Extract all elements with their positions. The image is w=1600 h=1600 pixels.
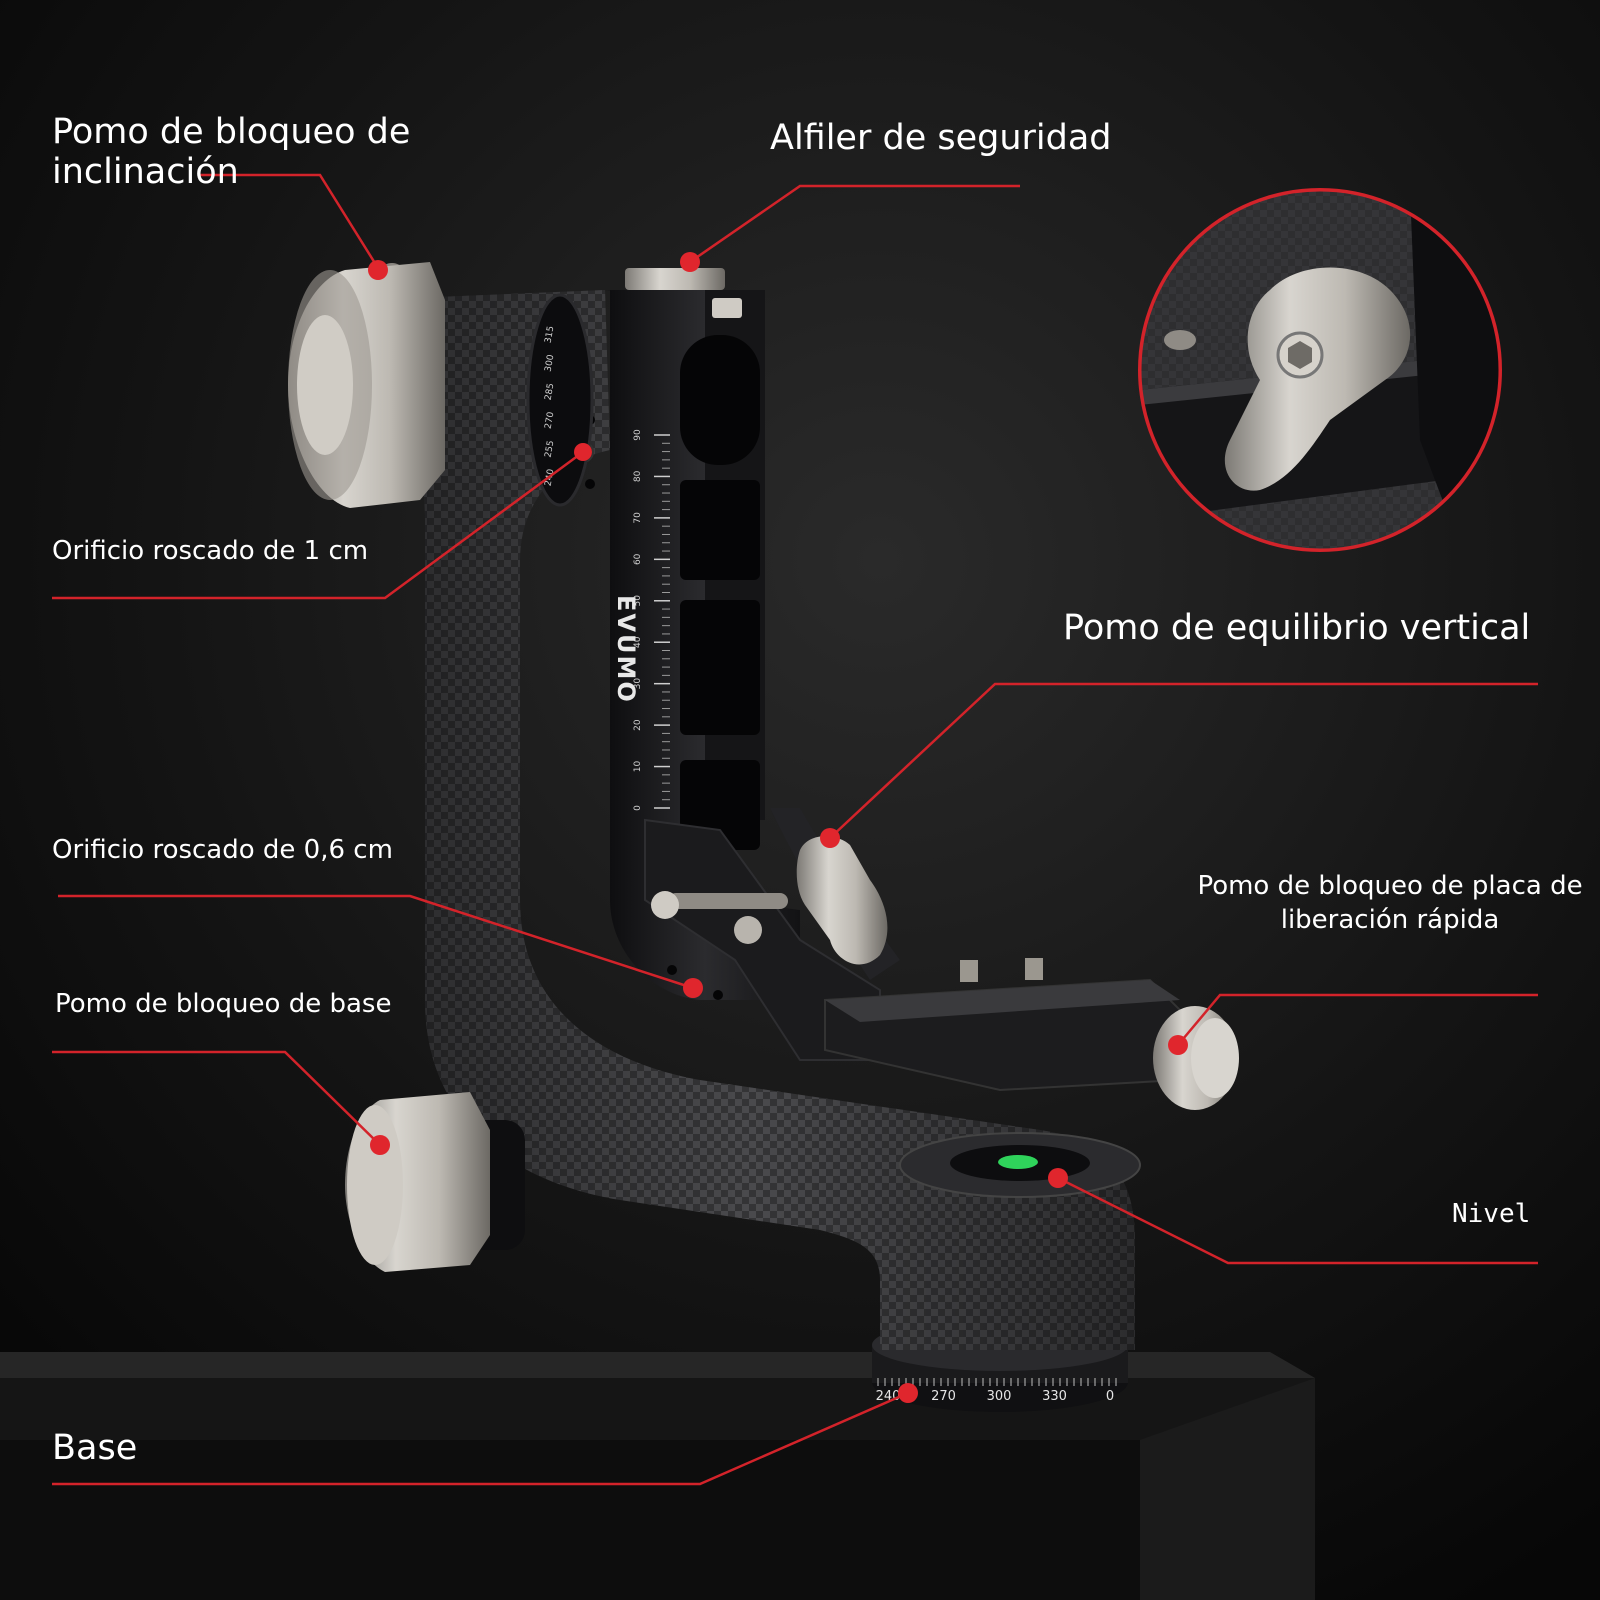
callout-quick-release — [1177, 993, 1538, 1046]
tilt-scale-label: 300 — [544, 354, 557, 373]
label-quick-release-lock-knob: Pomo de bloqueo de placa de liberación r… — [1197, 871, 1583, 935]
callout-base — [52, 1391, 909, 1486]
vertical-scale-label: 50 — [633, 595, 643, 607]
callout-base-lock — [52, 1050, 381, 1146]
tilt-scale-label: 285 — [544, 383, 557, 402]
label-threaded-hole-1cm: Orificio roscado de 1 cm — [52, 536, 369, 566]
callout-dots — [368, 252, 1188, 1403]
tilt-scale-label: 270 — [544, 411, 557, 430]
base-scale-label: 300 — [987, 1389, 1012, 1404]
quick-release-clamp — [824, 958, 1239, 1110]
callout-threaded-06cm — [58, 894, 694, 990]
tilt-scale-label: 315 — [544, 325, 557, 344]
base-scale-label: 0 — [1106, 1389, 1114, 1404]
label-tilt-lock-knob: Pomo de bloqueo de inclinación — [52, 112, 411, 193]
vertical-scale-label: 10 — [633, 761, 643, 773]
label-threaded-hole-06cm: Orificio roscado de 0,6 cm — [52, 835, 393, 865]
vertical-scale-label: 30 — [633, 678, 643, 690]
tilt-scale-label: 255 — [544, 440, 557, 459]
label-safety-pin: Alfiler de seguridad — [770, 118, 1112, 158]
label-base-lock-knob: Pomo de bloqueo de base — [55, 989, 392, 1019]
label-level: Nivel — [1452, 1199, 1531, 1229]
quick-release-lock-knob[interactable] — [1153, 1006, 1239, 1110]
safety-pin[interactable] — [625, 268, 725, 290]
vertical-scale-label: 20 — [633, 719, 643, 731]
brand-logo: EVUMO — [612, 595, 640, 704]
vertical-scale-label: 40 — [633, 636, 643, 648]
label-vertical-balance-knob: Pomo de equilibrio vertical — [1063, 608, 1531, 648]
callout-safety-pin — [689, 184, 1020, 264]
vertical-scale-label: 90 — [633, 429, 643, 441]
base-scale-label: 270 — [931, 1389, 956, 1404]
tilt-lock-knob[interactable] — [288, 262, 445, 508]
callout-lines — [52, 173, 1538, 1486]
vertical-scale-label: 0 — [633, 805, 643, 811]
safety-pin-closeup — [1138, 188, 1502, 552]
vertical-scale-label: 80 — [633, 470, 643, 482]
base-scale-label: 330 — [1042, 1389, 1067, 1404]
vertical-scale-label: 60 — [633, 553, 643, 565]
callout-level — [1057, 1176, 1538, 1265]
vertical-scale-label: 70 — [633, 512, 643, 524]
bubble-level-vial — [998, 1155, 1038, 1169]
vertical-balance-knob[interactable] — [796, 836, 888, 965]
callout-vertical-balance — [829, 682, 1538, 839]
label-base: Base — [52, 1428, 138, 1468]
callout-tilt-lock — [200, 173, 380, 269]
callout-threaded-1cm — [52, 450, 584, 600]
